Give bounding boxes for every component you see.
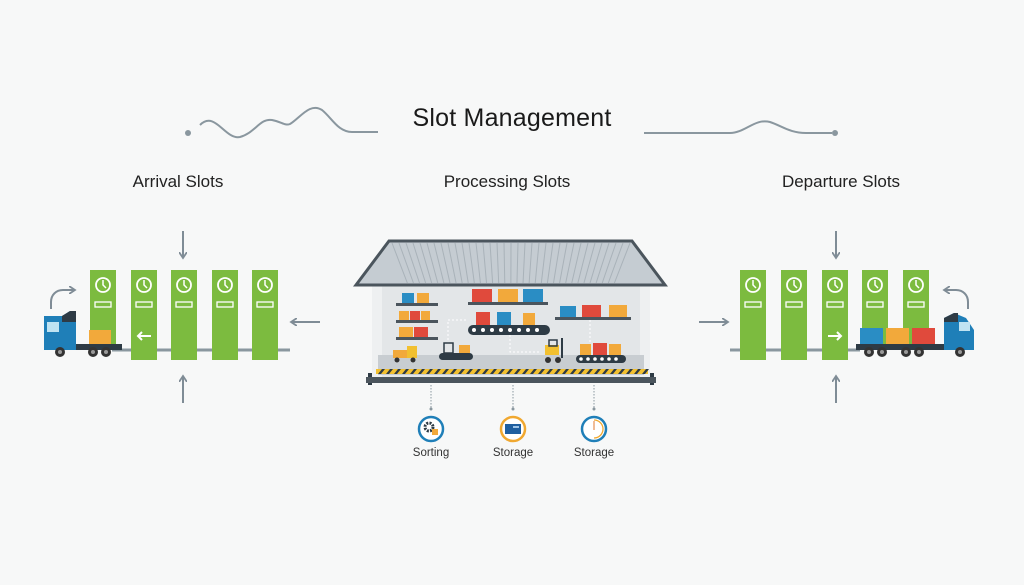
time-slot[interactable] [212,270,238,360]
time-slot[interactable] [252,270,278,360]
clock-icon [95,277,111,293]
warehouse-roof [353,239,668,287]
title-wave-left [185,106,378,139]
clock-icon [827,277,843,293]
clock-icon [867,277,883,293]
forklift-icon [545,338,563,363]
clock-icon [257,277,273,293]
gear-icon [417,415,445,443]
arrival-slots-heading: Arrival Slots [132,172,224,191]
arrow-right-icon [828,331,843,341]
clock-icon [786,277,802,293]
departure-section [699,231,974,403]
time-slot[interactable] [740,270,766,360]
sorting-label: Sorting [412,447,450,459]
time-slot[interactable] [171,270,197,360]
title-wave-right [644,120,838,136]
page-title: Slot Management [412,104,612,132]
storage-clock-label: Storage [573,447,615,459]
curved-arrow-icon [50,290,74,309]
forklift-icon [393,346,417,363]
clock-icon [217,277,233,293]
processing-slots-heading: Processing Slots [443,172,571,191]
time-slot[interactable] [131,270,157,360]
clock-icon [136,277,152,293]
arrow-left-icon [136,331,151,341]
curved-arrow-icon [945,290,969,309]
departure-slots-heading: Departure Slots [781,172,901,191]
storage-box-icon [499,415,527,443]
departure-truck-icon [856,313,974,357]
clock-icon [745,277,761,293]
storage-label: Storage [492,447,534,459]
clock-icon [176,277,192,293]
time-slot[interactable] [822,270,848,360]
warehouse-illustration [353,239,668,385]
conveyor-small [439,342,473,360]
clock-icon [580,415,608,443]
arrival-truck-icon [44,311,122,357]
time-slot[interactable] [781,270,807,360]
clock-icon [908,277,924,293]
processing-connectors [429,385,596,411]
arrival-section [44,231,320,403]
